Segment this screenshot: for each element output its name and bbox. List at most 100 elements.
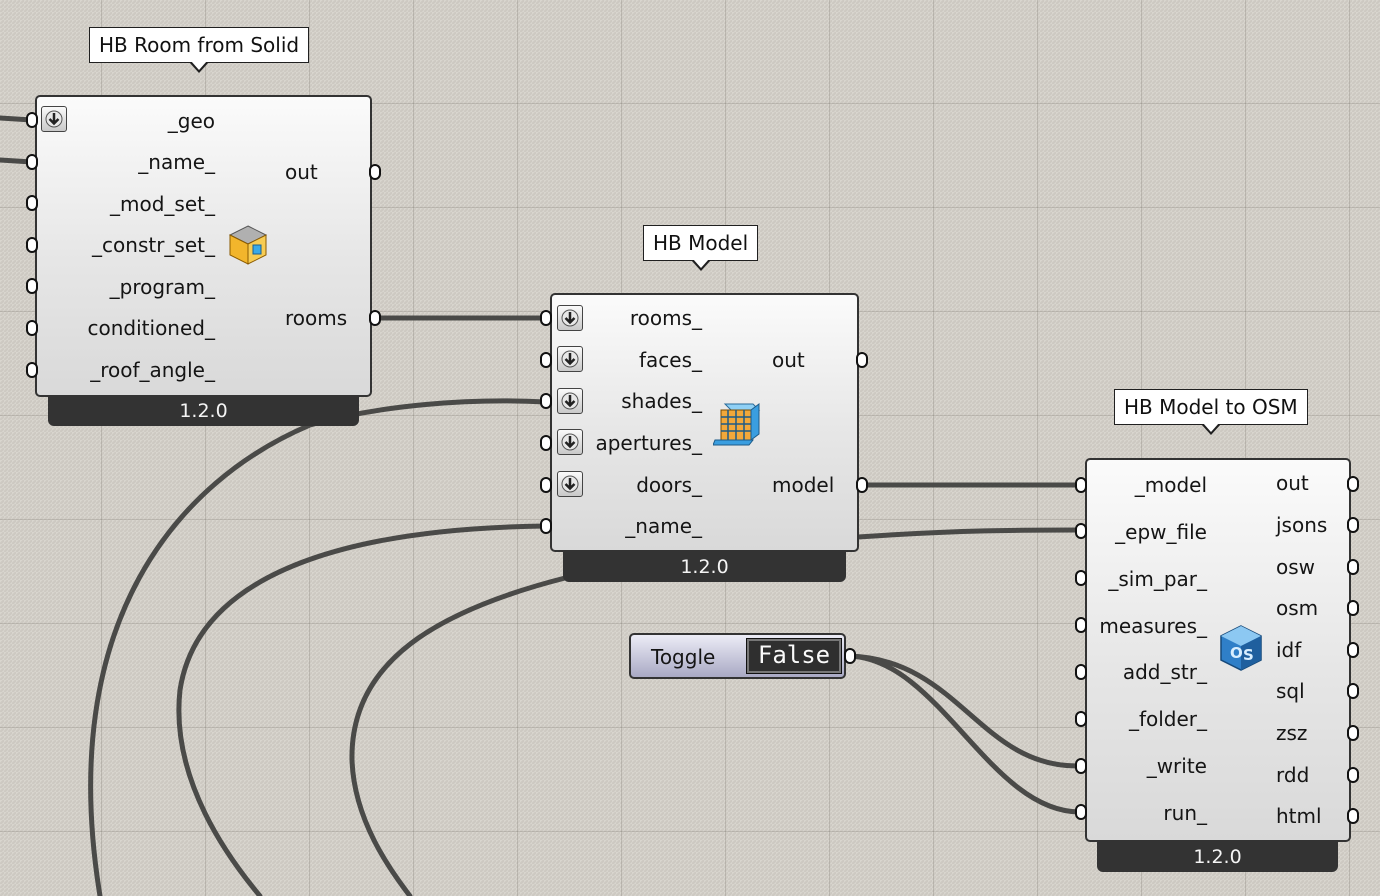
flatten-arrow-icon — [561, 350, 579, 368]
input-label: shades_ — [621, 389, 702, 413]
wire-shades-in[interactable] — [88, 398, 549, 896]
openstudio-icon: O S — [1220, 625, 1262, 671]
output-label: out — [285, 160, 318, 184]
output-grip[interactable] — [1347, 725, 1359, 741]
flatten-toggle[interactable] — [41, 106, 67, 132]
flatten-toggle[interactable] — [557, 388, 583, 414]
output-label: osm — [1276, 596, 1319, 620]
output-label: out — [772, 348, 805, 372]
input-grip[interactable] — [540, 518, 552, 534]
output-label: out — [1276, 471, 1309, 495]
output-label: zsz — [1276, 721, 1308, 745]
input-grip[interactable] — [540, 352, 552, 368]
input-label: conditioned_ — [87, 316, 215, 340]
output-label: jsons — [1276, 513, 1328, 537]
input-label: _constr_set_ — [92, 233, 215, 257]
hb-room-from-solid-component[interactable]: 1.2.0 _geo _name_ _mod_set_ _constr_set_… — [35, 95, 372, 429]
input-grip[interactable] — [1075, 570, 1087, 586]
input-grip[interactable] — [26, 362, 38, 378]
wire-toggle-to-run[interactable] — [847, 653, 1083, 815]
output-label: osw — [1276, 555, 1316, 579]
input-label: _mod_set_ — [110, 192, 215, 216]
input-grip[interactable] — [1075, 523, 1087, 539]
hb-model-component[interactable]: 1.2.0 rooms_ faces_ shades_ apertures_ d… — [550, 293, 859, 584]
input-grip[interactable] — [26, 278, 38, 294]
input-grip[interactable] — [1075, 477, 1087, 493]
boolean-toggle[interactable]: Toggle False — [629, 633, 846, 679]
input-grip[interactable] — [1075, 804, 1087, 820]
output-grip[interactable] — [1347, 808, 1359, 824]
flatten-toggle[interactable] — [557, 429, 583, 455]
input-label: _folder_ — [1128, 707, 1207, 731]
input-label: _sim_par_ — [1108, 567, 1207, 591]
flatten-arrow-icon — [45, 110, 63, 128]
flatten-toggle[interactable] — [557, 305, 583, 331]
model-to-osm-title: HB Model to OSM — [1114, 389, 1308, 425]
output-grip[interactable] — [856, 352, 868, 368]
hb-model-to-osm-component[interactable]: 1.2.0 _model _epw_file _sim_par_ measure… — [1085, 458, 1351, 873]
input-grip[interactable] — [540, 310, 552, 326]
output-grip[interactable] — [369, 310, 381, 326]
input-grip[interactable] — [1075, 711, 1087, 727]
input-label: _program_ — [109, 275, 215, 299]
flatten-toggle[interactable] — [557, 346, 583, 372]
output-grip[interactable] — [1347, 600, 1359, 616]
input-label: faces_ — [638, 348, 702, 372]
flatten-arrow-icon — [561, 475, 579, 493]
wire-epw-in[interactable] — [855, 527, 1083, 540]
output-grip[interactable] — [1347, 559, 1359, 575]
input-label: _geo — [167, 109, 215, 133]
output-grip[interactable] — [1347, 767, 1359, 783]
flatten-toggle[interactable] — [557, 471, 583, 497]
flatten-arrow-icon — [561, 433, 579, 451]
output-grip[interactable] — [369, 164, 381, 180]
output-label: model — [772, 473, 835, 497]
output-grip[interactable] — [844, 648, 856, 664]
output-label: rooms — [285, 306, 348, 330]
input-grip[interactable] — [26, 112, 38, 128]
input-label: _write — [1146, 754, 1207, 778]
input-label: apertures_ — [595, 431, 702, 455]
input-grip[interactable] — [1075, 664, 1087, 680]
building-model-icon — [713, 403, 761, 446]
flatten-arrow-icon — [561, 309, 579, 327]
toggle-label: Toggle — [651, 645, 716, 669]
toggle-value[interactable]: False — [746, 638, 842, 674]
wire-from-below[interactable] — [349, 575, 568, 896]
wire-name-model-in[interactable] — [176, 523, 549, 896]
room-cube-icon — [228, 225, 268, 265]
input-grip[interactable] — [26, 195, 38, 211]
output-label: rdd — [1276, 763, 1310, 787]
svg-text:O: O — [1230, 644, 1243, 662]
input-label: _model — [1134, 473, 1207, 497]
version-label: 1.2.0 — [563, 552, 846, 582]
output-grip[interactable] — [856, 477, 868, 493]
input-label: doors_ — [636, 473, 702, 497]
input-grip[interactable] — [26, 320, 38, 336]
output-grip[interactable] — [1347, 642, 1359, 658]
input-grip[interactable] — [540, 435, 552, 451]
svg-text:S: S — [1243, 646, 1254, 664]
output-label: html — [1276, 804, 1322, 828]
input-label: measures_ — [1099, 614, 1207, 638]
output-grip[interactable] — [1347, 476, 1359, 492]
input-grip[interactable] — [540, 393, 552, 409]
input-label: _epw_file — [1115, 520, 1207, 544]
input-grip[interactable] — [540, 477, 552, 493]
input-grip[interactable] — [1075, 758, 1087, 774]
input-label: _name_ — [138, 150, 215, 174]
input-grip[interactable] — [26, 154, 38, 170]
output-label: idf — [1276, 638, 1302, 662]
input-grip[interactable] — [1075, 617, 1087, 633]
version-label: 1.2.0 — [1097, 842, 1338, 872]
model-title: HB Model — [643, 225, 759, 261]
output-label: sql — [1276, 679, 1305, 703]
room-from-solid-title: HB Room from Solid — [89, 27, 310, 63]
flatten-arrow-icon — [561, 392, 579, 410]
output-grip[interactable] — [1347, 683, 1359, 699]
version-label: 1.2.0 — [48, 396, 359, 426]
wire-toggle-to-write[interactable] — [847, 653, 1083, 769]
output-grip[interactable] — [1347, 517, 1359, 533]
input-grip[interactable] — [26, 237, 38, 253]
